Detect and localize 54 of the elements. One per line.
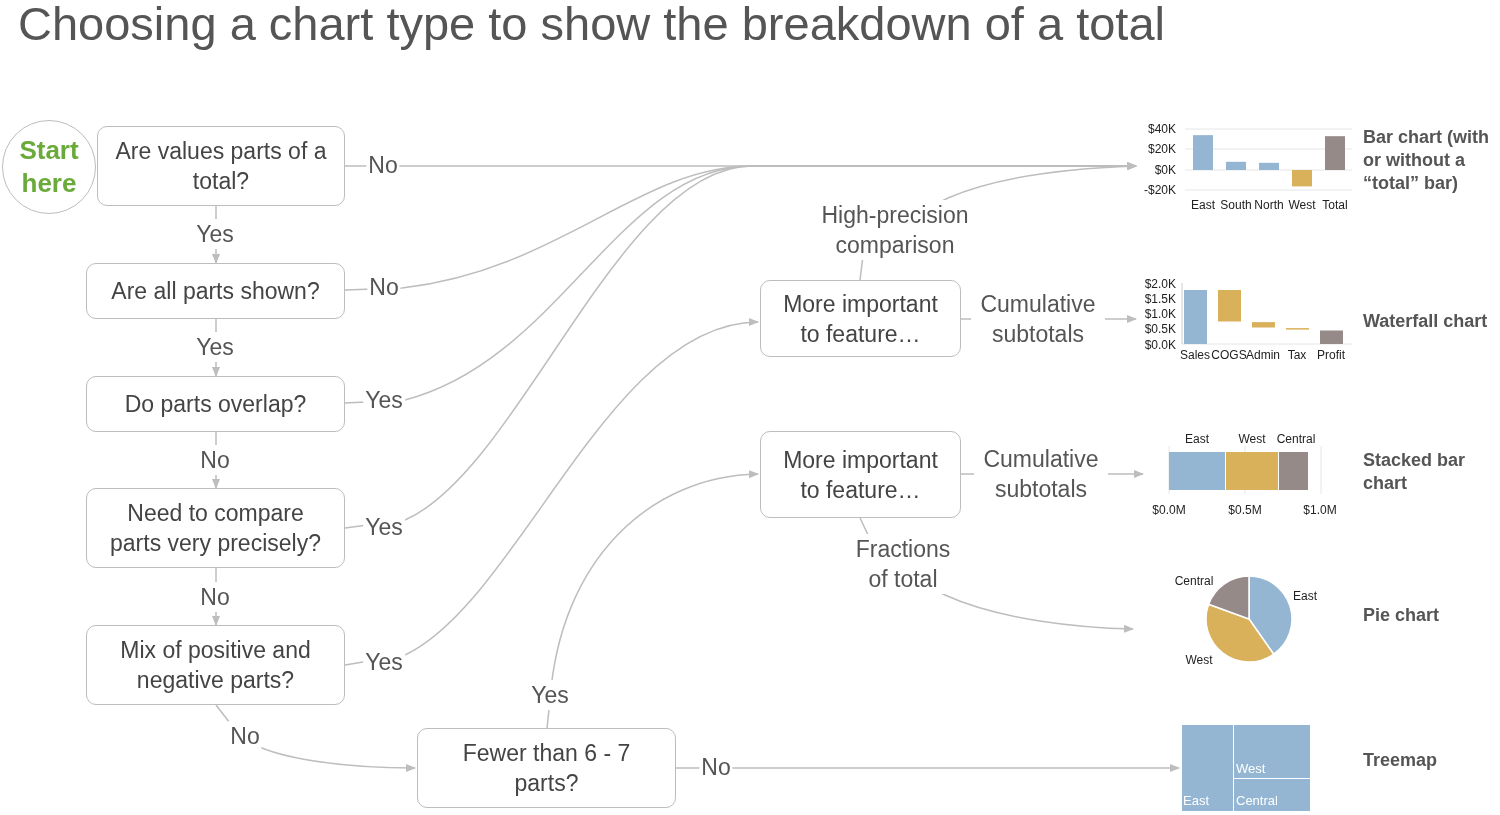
question-box: Fewer than 6 - 7 parts? (417, 728, 676, 808)
axis-label: East (1185, 432, 1209, 446)
axis-label: Tax (1287, 348, 1307, 362)
tile-label: West (1236, 762, 1266, 776)
axis-label: Profit (1317, 348, 1345, 362)
edge-label: Yes (529, 680, 571, 710)
question-box: Are values parts of a total? (97, 126, 345, 206)
axis-label: Admin (1246, 348, 1280, 362)
axis-label: COGS (1211, 348, 1247, 362)
tile-label: Central (1236, 794, 1278, 808)
axis-label: $0.5K (1144, 322, 1176, 336)
tile-label: East (1183, 794, 1209, 808)
slice-label: West (1185, 653, 1213, 667)
axis-label: Total (1322, 198, 1348, 212)
axis-label: $1.0K (1144, 307, 1176, 321)
axis-label: $2.0K (1144, 277, 1176, 291)
question-box: Mix of positive and negative parts? (86, 625, 345, 705)
edge-label: Yes (194, 332, 236, 362)
axis-label: East (1191, 198, 1215, 212)
axis-label: $20K (1147, 142, 1176, 156)
chart-name: Treemap (1363, 749, 1439, 772)
treemap-chart (1181, 724, 1312, 812)
question-box: More important to feature… (760, 280, 961, 357)
chart-name: Pie chart (1363, 604, 1441, 627)
axis-label: $1.0M (1303, 503, 1337, 517)
axis-label: $0.5M (1228, 503, 1262, 517)
axis-label: $0.0M (1152, 503, 1186, 517)
axis-label: West (1288, 198, 1316, 212)
arrow (344, 319, 759, 666)
question-box: More important to feature… (760, 431, 961, 518)
question-box: Do parts overlap? (86, 376, 345, 432)
axis-label: Sales (1180, 348, 1210, 362)
start-circle: Start here (2, 120, 96, 214)
axis-label: $1.5K (1144, 292, 1176, 306)
axis-label: -$20K (1143, 183, 1176, 197)
slice-label: East (1293, 589, 1317, 603)
axis-label: $0.0K (1144, 338, 1176, 352)
chart-name: Bar chart (with or without a “total” bar) (1363, 126, 1491, 195)
chart-name: Stacked bar chart (1363, 449, 1467, 495)
title: Choosing a chart type to show the breakdown of a total (18, 0, 1165, 51)
question-box: Need to compare parts very precisely? (86, 488, 345, 568)
axis-label: $40K (1147, 122, 1176, 136)
edge-label: No (228, 721, 262, 751)
arrow (675, 764, 1180, 772)
axis-label: West (1238, 432, 1266, 446)
chart-name: Waterfall chart (1363, 310, 1489, 333)
axis-label: Central (1276, 432, 1316, 446)
question-box: Are all parts shown? (86, 263, 345, 319)
axis-label: $0K (1154, 163, 1176, 177)
axis-label: North (1254, 198, 1284, 212)
slice-label: Central (1174, 574, 1214, 588)
axis-label: South (1220, 198, 1252, 212)
arrow (546, 470, 759, 729)
edge-label: Yes (194, 219, 236, 249)
